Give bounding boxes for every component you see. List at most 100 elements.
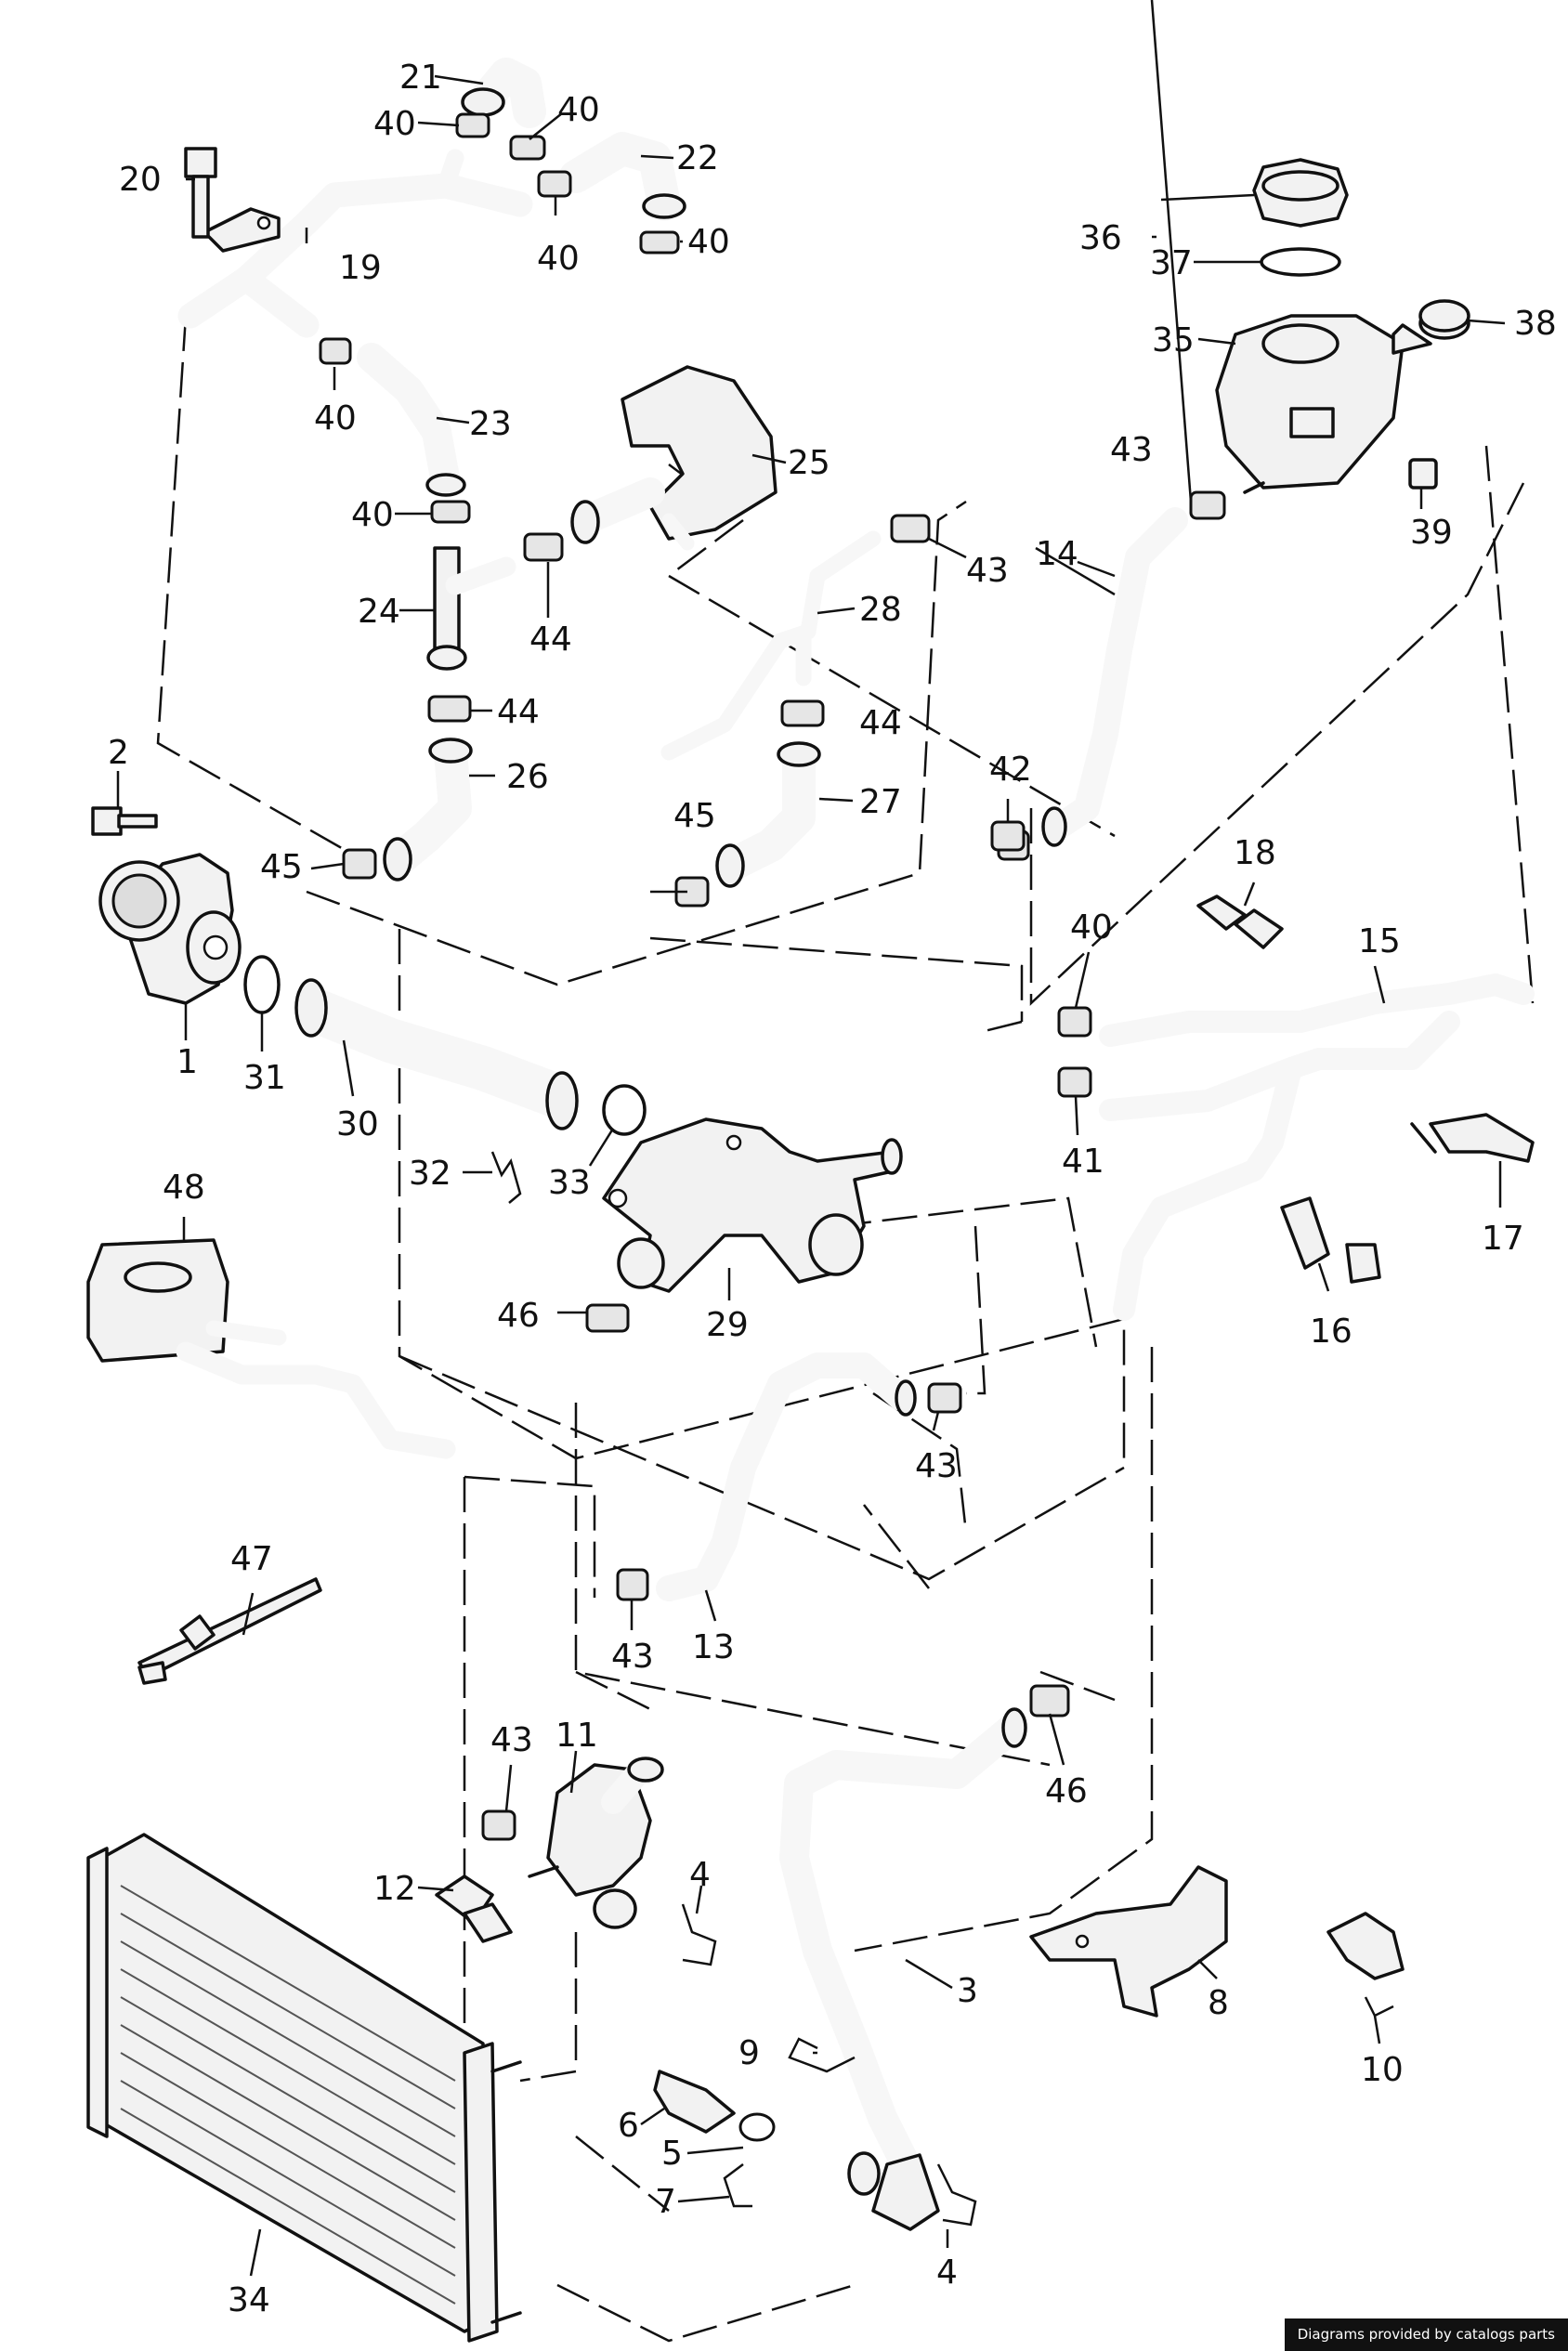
hose-3 [779,1707,1027,2231]
callout-9: 9 [738,2034,760,2072]
callout-5: 5 [661,2135,683,2173]
flange-11 [481,1757,664,1929]
plug-4-top [681,1903,717,1966]
hose-19 [177,149,533,338]
callout-25: 25 [788,444,830,482]
clamp-46 [585,1303,1070,1718]
clip-9 [788,2037,856,2073]
housing-29 [602,1117,903,1293]
callout-18: 18 [1234,834,1276,872]
callout-44-b: 44 [497,693,540,731]
callout-28: 28 [859,591,902,629]
callout-26: 26 [506,758,549,796]
callout-20: 20 [119,161,162,199]
clip-12 [435,1874,513,1943]
callout-42: 42 [989,751,1032,789]
hose-23 [357,343,466,498]
pipe-30 [294,978,580,1130]
clamp-44 [427,532,825,727]
tee-24 [426,546,516,671]
callout-37: 37 [1150,244,1193,282]
bolt-20 [184,147,217,239]
callout-40-c: 40 [537,240,580,278]
callout-45-b: 45 [260,848,303,886]
callout-29: 29 [706,1306,749,1344]
hose-27 [715,740,821,888]
callout-44-c: 44 [859,704,902,742]
bolt-2 [91,806,158,836]
callout-31: 31 [243,1059,286,1097]
callout-3: 3 [957,1972,978,2010]
water-pump-1 [98,853,242,1005]
callout-35: 35 [1152,321,1195,359]
callout-4-top: 4 [689,1856,711,1894]
callout-14: 14 [1036,535,1078,573]
callout-12: 12 [373,1870,416,1908]
clip-16 [1280,1196,1381,1284]
seal-33 [602,1084,647,1136]
clip-7 [723,2163,752,2208]
expansion-tank-35 [1215,314,1432,494]
callout-46-b: 46 [1045,1772,1088,1810]
nut-39 [1408,458,1438,490]
hose-22 [559,132,686,221]
sensor-6 [653,2070,776,2142]
callout-labels: 21 40 40 22 20 40 40 19 40 23 25 40 43 2… [108,59,1557,2319]
callout-33: 33 [548,1164,591,1202]
callout-4-bottom: 4 [936,2253,958,2292]
clip-10 [1326,1912,1405,2018]
callout-48: 48 [163,1169,205,1207]
bracket-8 [1029,1865,1228,2018]
callout-22: 22 [676,139,719,177]
callout-46-a: 46 [497,1297,540,1335]
callout-41: 41 [1062,1143,1104,1181]
callout-40-f: 40 [351,496,394,534]
callout-1: 1 [176,1043,198,1081]
callout-40-b: 40 [557,91,600,129]
callout-39: 39 [1410,514,1453,552]
callout-13: 13 [692,1628,735,1666]
callout-43-b: 43 [1110,431,1153,469]
callout-27: 27 [859,783,902,821]
callout-43-a: 43 [966,552,1009,590]
hose-26 [383,736,473,882]
seal-31 [243,955,281,1014]
callout-15: 15 [1358,922,1401,960]
callout-34: 34 [228,2281,270,2319]
hose-15 [1057,973,1535,1321]
callout-24: 24 [358,593,400,631]
radiator-fins [120,1885,456,2305]
hose-13 [616,1352,962,1601]
clip-32 [490,1151,522,1204]
callout-40-g: 40 [1070,908,1113,947]
callout-32: 32 [409,1155,451,1193]
callout-21: 21 [399,59,442,97]
callout-43-c: 43 [915,1447,958,1485]
callout-43-e: 43 [490,1721,533,1759]
clamps-40 [319,112,680,524]
oil-cooler-48 [86,1238,456,1459]
callout-6: 6 [618,2107,639,2145]
hose-14 [990,507,1188,852]
callout-23: 23 [469,405,512,443]
callout-30: 30 [336,1105,379,1143]
seal-37 [1260,247,1341,277]
callout-16: 16 [1310,1313,1352,1351]
callout-44-a: 44 [529,620,572,659]
callout-40-e: 40 [314,399,357,438]
callout-45-a: 45 [673,797,716,835]
callout-7: 7 [655,2183,676,2221]
bracket-19 [203,207,281,253]
strap-17 [1410,1113,1535,1163]
callout-8: 8 [1208,1984,1229,2022]
callout-17: 17 [1482,1220,1524,1258]
hose-21 [461,58,546,128]
callout-2: 2 [108,734,129,772]
cap-36 [1252,158,1349,228]
callout-38: 38 [1514,305,1557,343]
cable-tie-47 [137,1577,322,1685]
callout-43-d: 43 [611,1638,654,1676]
callout-47: 47 [230,1540,273,1578]
callout-40-d: 40 [687,223,730,261]
